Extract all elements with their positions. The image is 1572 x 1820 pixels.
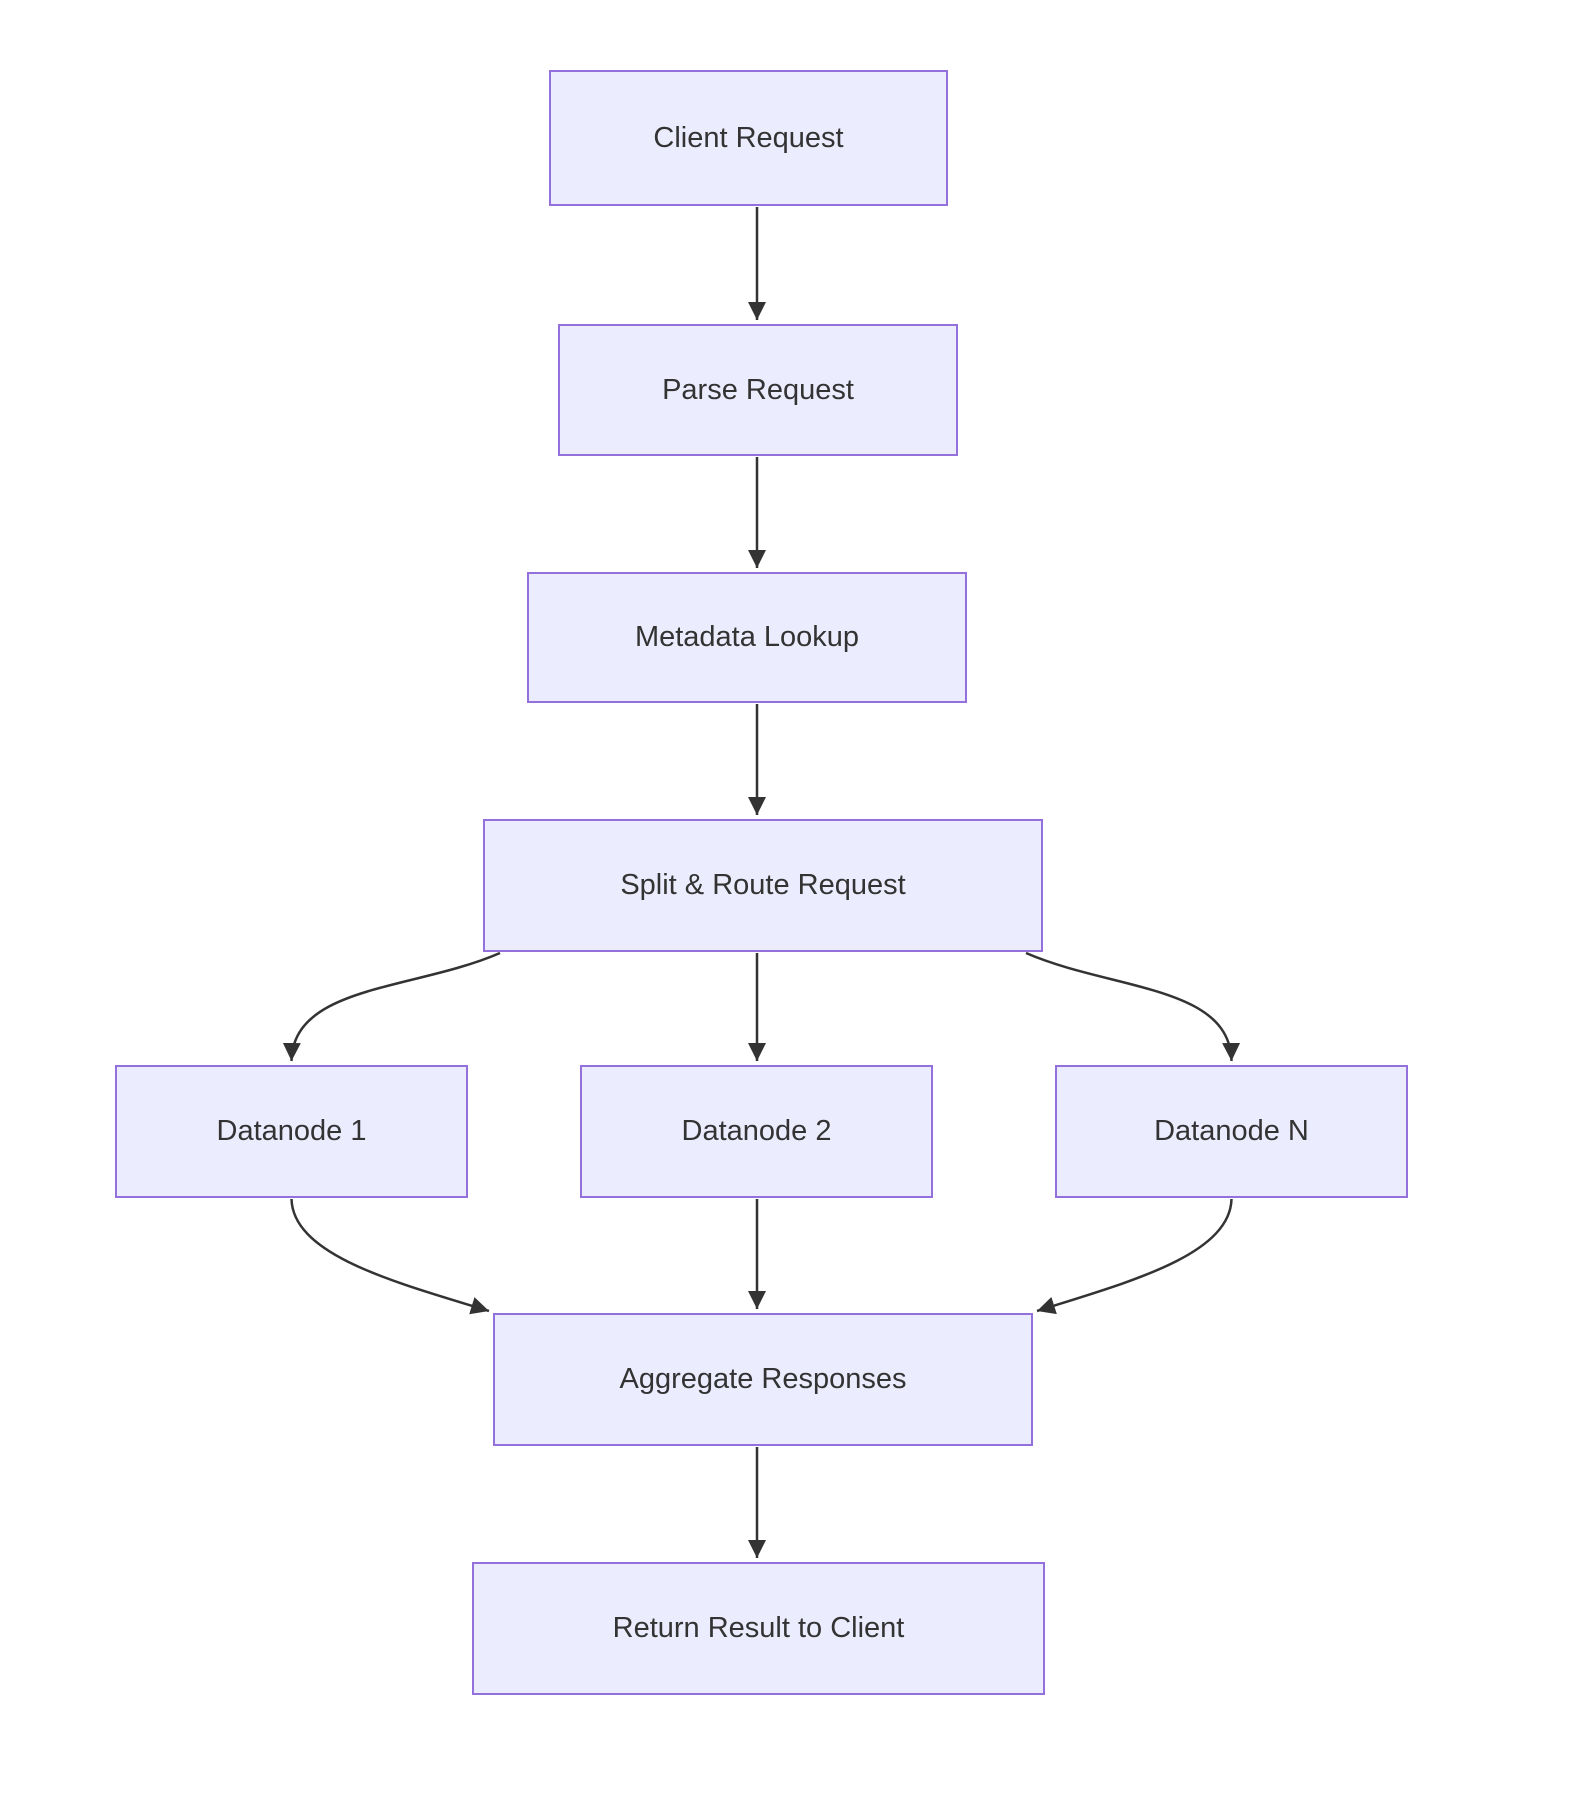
node-label-datanode-1: Datanode 1: [216, 1115, 367, 1148]
node-label-datanode-2: Datanode 2: [681, 1115, 832, 1148]
node-split-route: Split & Route Request: [483, 819, 1043, 952]
node-label-aggregate: Aggregate Responses: [619, 1363, 907, 1396]
node-client-request: Client Request: [549, 70, 948, 206]
node-parse-request: Parse Request: [558, 324, 958, 456]
node-label-datanode-n: Datanode N: [1154, 1115, 1309, 1148]
node-label-metadata-lookup: Metadata Lookup: [634, 621, 860, 654]
node-label-client-request: Client Request: [653, 121, 844, 154]
edge-split-route-to-datanode-n: [1025, 951, 1241, 1062]
node-label-split-route: Split & Route Request: [620, 869, 906, 902]
node-aggregate: Aggregate Responses: [493, 1313, 1033, 1446]
edge-datanode-1-to-aggregate: [290, 1198, 490, 1315]
node-datanode-n: Datanode N: [1055, 1065, 1408, 1198]
node-datanode-1: Datanode 1: [115, 1065, 468, 1198]
node-label-return-result: Return Result to Client: [612, 1612, 905, 1645]
edge-datanode-n-to-aggregate: [1036, 1198, 1233, 1315]
node-label-parse-request: Parse Request: [662, 373, 854, 406]
node-metadata-lookup: Metadata Lookup: [527, 572, 967, 703]
node-return-result: Return Result to Client: [472, 1562, 1045, 1695]
edge-split-route-to-datanode-1: [282, 951, 501, 1062]
node-datanode-2: Datanode 2: [580, 1065, 933, 1198]
